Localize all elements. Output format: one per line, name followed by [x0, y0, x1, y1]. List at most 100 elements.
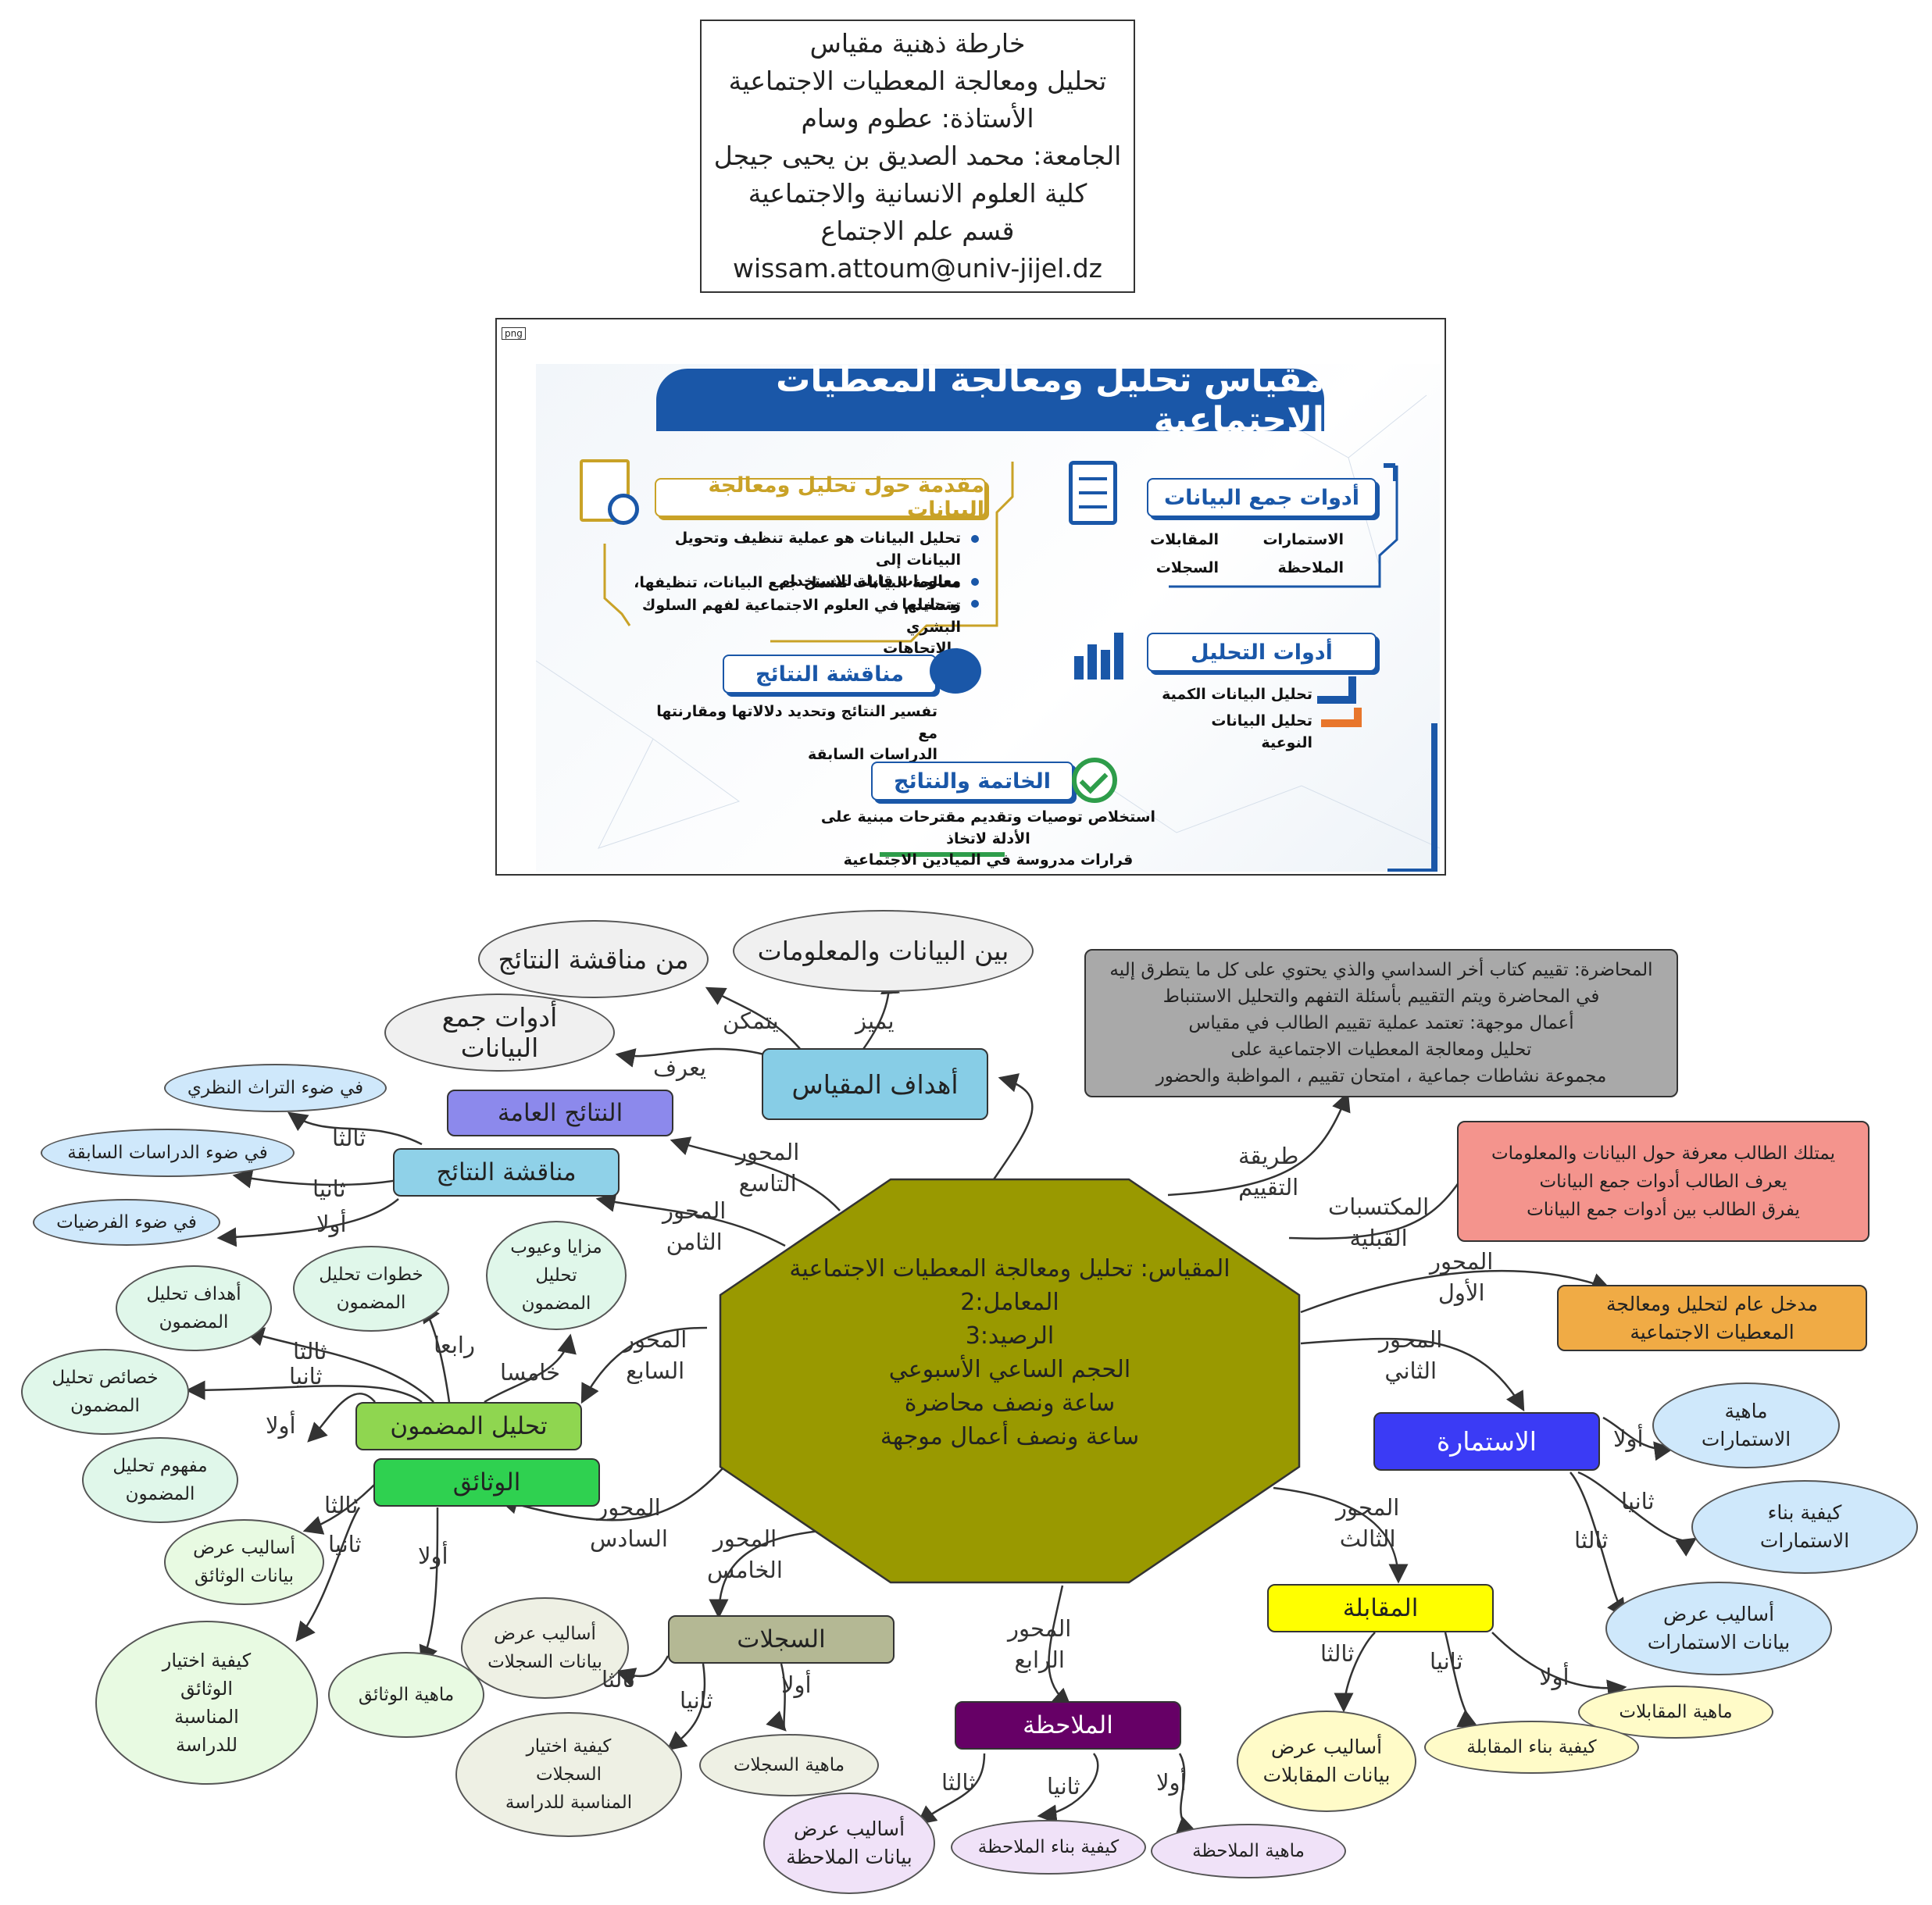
axis5-node[interactable]: السجلات [668, 1615, 895, 1664]
axis2-leaf-2[interactable]: كيفية بناء الاستمارات [1691, 1480, 1918, 1574]
header-line-1: خارطة ذهنية مقياس [809, 28, 1026, 59]
tools-section-title: أدوات جمع البيانات [1147, 478, 1377, 517]
axis8-node[interactable]: مناقشة النتائج [393, 1148, 620, 1197]
center-line-3: الرصيد:3 [965, 1322, 1055, 1350]
header-line-5: كلية العلوم الانسانية والاجتماعية [748, 178, 1087, 209]
conclusion-text: استخلاص توصيات وتقديم مقترحات مبنية على … [820, 808, 1156, 869]
prerequisites-node[interactable]: يمتلك الطالب معرفة حول البيانات والمعلوم… [1457, 1121, 1870, 1242]
axis4-leaf-3[interactable]: أساليب عرض بيانات الملاحظة [763, 1793, 935, 1894]
axis6-ord-1: أولا [418, 1543, 448, 1569]
axis2-ord-2: ثانيا [1621, 1488, 1655, 1514]
axis7-ord-3: ثالثا [293, 1338, 327, 1365]
axis5-leaf-2[interactable]: كيفية اختيار السجلات المناسبة للدراسة [455, 1712, 682, 1837]
infographic-decor [536, 394, 1440, 872]
intro-dot-1 [971, 535, 979, 543]
conclusion-section-title: الخاتمة والنتائج [871, 762, 1073, 801]
axis4-ord-3: ثالثا [941, 1769, 976, 1796]
axis8-leaf-1[interactable]: في ضوء الفرضيات [33, 1199, 220, 1246]
axis7-link: المحور السابع [623, 1326, 687, 1384]
axis8-leaf-2[interactable]: في ضوء الدراسات السابقة [41, 1129, 295, 1177]
axis3-ord-2: ثانيا [1430, 1648, 1463, 1675]
analysis-item-2: تحليل البيانات النوعية [1211, 712, 1312, 751]
goals-node[interactable]: أهداف المقياس [762, 1048, 988, 1120]
axis7-leaf-2[interactable]: خصائص تحليل المضمون [21, 1349, 189, 1435]
bar-chart-icon [1070, 617, 1133, 680]
axis6-ord-3: ثالثا [324, 1492, 359, 1518]
axis3-node[interactable]: المقابلة [1267, 1584, 1494, 1632]
axis5-ord-1: أولا [781, 1671, 812, 1698]
axis4-ord-1: أولا [1156, 1769, 1187, 1796]
goals-link-knows: يعرف [653, 1054, 707, 1081]
axis6-ord-2: ثانيا [328, 1531, 362, 1557]
axis8-leaf-3[interactable]: في ضوء التراث النظري [164, 1064, 387, 1112]
png-badge: png [502, 327, 526, 340]
header-box: خارطة ذهنية مقياس تحليل ومعالجة المعطيات… [700, 20, 1135, 293]
center-octagon-shape [719, 1178, 1301, 1584]
axis7-leaf-5[interactable]: مزايا وعيوب تحليل المضمون [486, 1221, 627, 1330]
intro-dot-3 [971, 600, 979, 608]
axis8-ord-3: ثالثا [332, 1125, 366, 1151]
axis6-leaf-1[interactable]: ماهية الوثائق [328, 1652, 484, 1738]
intro-doc-icon [580, 459, 639, 525]
intro-dot-2 [971, 578, 979, 586]
axis2-node[interactable]: الاستمارة [1373, 1412, 1600, 1471]
center-line-6: ساعة ونصف أعمال موجهة [880, 1423, 1140, 1450]
axis5-ord-3: ثالثا [602, 1666, 636, 1693]
axis3-leaf-3[interactable]: أساليب عرض بيانات المقابلات [1237, 1711, 1416, 1812]
clipboard-icon [1069, 461, 1117, 525]
axis4-leaf-2[interactable]: كيفية بناء الملاحظة [951, 1820, 1146, 1875]
axis9-node[interactable]: النتائج العامة [447, 1090, 673, 1136]
axis5-link: المحور الخامس [707, 1525, 783, 1583]
header-line-4: الجامعة: محمد الصديق بن يحيى جيجل [713, 141, 1122, 171]
intro-bullet-2: معالجة البيانات تشمل جمع البيانات، تنظيف… [634, 574, 961, 613]
axis4-node[interactable]: الملاحظة [955, 1701, 1181, 1750]
header-line-2: تحليل ومعالجة المعطيات الاجتماعية [728, 66, 1107, 96]
axis7-ord-5: خامسا [500, 1359, 561, 1386]
evaluation-node[interactable]: المحاضرة: تقييم كتاب أخر السداسي والذي ي… [1084, 949, 1678, 1097]
axis3-leaf-2[interactable]: كيفية بناء المقابلة [1424, 1721, 1639, 1774]
axis8-ord-1: أولا [316, 1211, 347, 1237]
axis2-ord-3: ثالثا [1574, 1527, 1609, 1554]
axis7-node[interactable]: تحليل المضمون [355, 1402, 582, 1450]
analysis-item-1: تحليل البيانات الكمية [1162, 686, 1312, 703]
discussion-section-title: مناقشة النتائج [723, 655, 937, 694]
header-line-6: قسم علم الاجتماع [820, 216, 1015, 246]
axis4-ord-2: ثانيا [1047, 1773, 1080, 1800]
axis7-ord-4: رابعا [434, 1332, 475, 1358]
goals-leaf-discussion[interactable]: من مناقشة النتائج [478, 920, 709, 998]
axis2-leaf-3[interactable]: أساليب عرض بيانات الاستمارات [1605, 1582, 1832, 1675]
center-line-5: ساعة ونصف محاضرة [904, 1390, 1116, 1417]
axis1-node[interactable]: مدخل عام لتحليل ومعالجة المعطيات الاجتما… [1557, 1285, 1867, 1351]
intro-bullet-1: تحليل البيانات هو عملية تنظيف وتحويل الب… [674, 530, 961, 590]
axis2-leaf-1[interactable]: ماهية الاستمارات [1652, 1382, 1840, 1468]
axis7-leaf-1[interactable]: مفهوم تحليل المضمون [82, 1437, 238, 1523]
tools-item-3: الملاحظة [1277, 559, 1344, 576]
axis5-leaf-1[interactable]: ماهية السجلات [699, 1734, 879, 1796]
axis7-leaf-3[interactable]: أهداف تحليل المضمون [116, 1265, 272, 1351]
axis7-leaf-4[interactable]: خطوات تحليل المضمون [293, 1246, 449, 1332]
axis2-link: المحور الثاني [1379, 1326, 1443, 1384]
axis5-leaf-3[interactable]: أساليب عرض بيانات السجلات [461, 1597, 629, 1699]
discussion-text: تفسير النتائج وتحديد دلالاتها ومقارنتها … [656, 703, 937, 764]
center-line-4: الحجم الساعي الأسبوعي [888, 1356, 1131, 1383]
axis4-leaf-1[interactable]: ماهية الملاحظة [1151, 1824, 1346, 1878]
tools-item-4: السجلات [1155, 559, 1219, 576]
goals-link-enables: يتمكن [723, 1008, 779, 1034]
goals-leaf-tools[interactable]: أدوات جمع البيانات [384, 994, 615, 1072]
center-line-2: المعامل:2 [960, 1289, 1059, 1316]
axis6-leaf-3[interactable]: أساليب عرض بيانات الوثائق [164, 1519, 324, 1605]
axis6-leaf-2[interactable]: كيفية اختيار الوثائق المناسبة للدراسة [95, 1621, 318, 1785]
axis8-link: المحور الثامن [662, 1197, 727, 1255]
header-line-3: الأستاذة: عطوم وسام [801, 103, 1034, 134]
center-node[interactable]: المقياس: تحليل ومعالجة المعطيات الاجتماع… [719, 1178, 1301, 1584]
chat-bubble-icon [930, 648, 981, 694]
prerequisites-link: المكتسبات القبلية [1328, 1193, 1430, 1251]
axis7-ord-2: ثانيا [289, 1363, 323, 1390]
axis3-leaf-1[interactable]: ماهية المقابلات [1578, 1686, 1773, 1739]
goals-leaf-data[interactable]: بين البيانات والمعلومات [733, 910, 1034, 992]
header-email: wissam.attoum@univ-jijel.dz [732, 253, 1103, 284]
tools-item-1: الاستمارات [1262, 531, 1344, 548]
axis6-link: المحور السادس [590, 1494, 668, 1552]
axis6-node[interactable]: الوثائق [373, 1458, 600, 1507]
